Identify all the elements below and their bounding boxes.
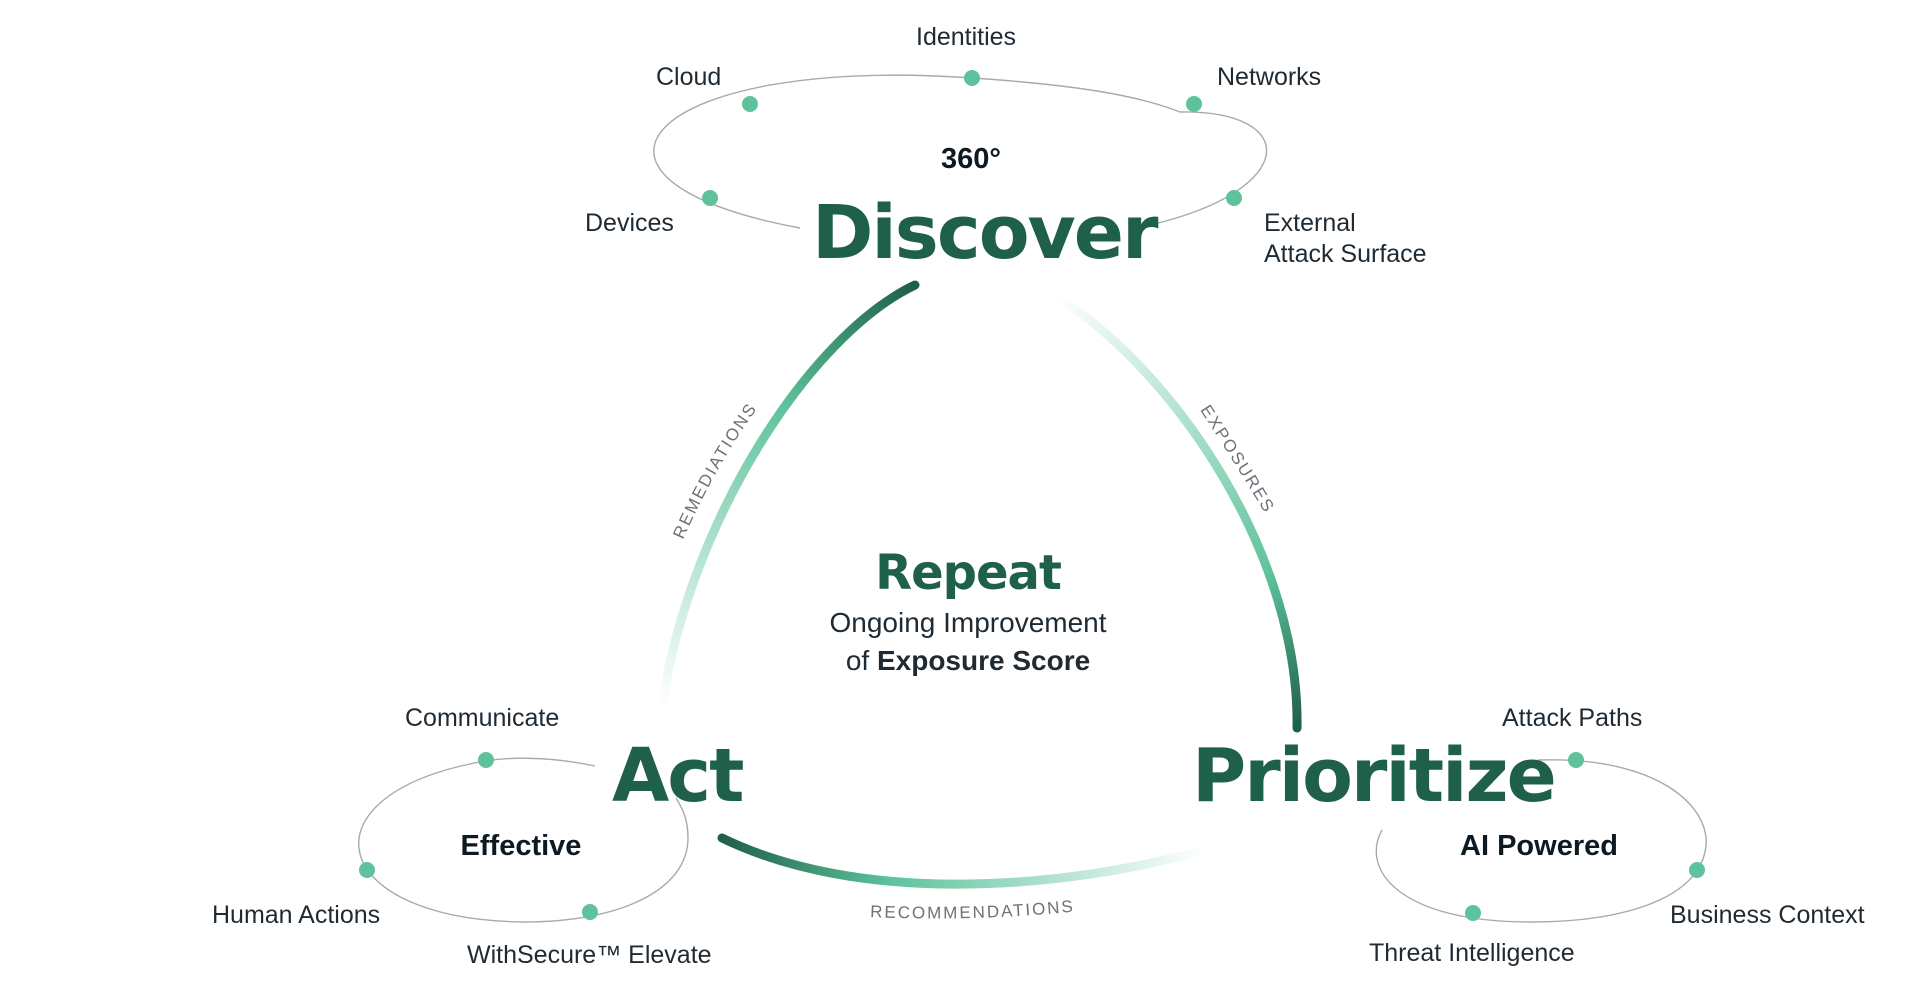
discover-ring: [653, 70, 1268, 229]
label-devices: Devices: [585, 209, 674, 237]
node-attack-paths: [1568, 752, 1584, 768]
label-attack-paths: Attack Paths: [1502, 704, 1643, 732]
prioritize-ring: [1375, 752, 1707, 923]
node-threat-intelligence: [1465, 905, 1481, 921]
discover-subtitle: 360°: [941, 143, 1001, 175]
label-attack-surface: Attack Surface: [1264, 240, 1427, 268]
remediations-arc: [657, 280, 920, 710]
center-line-2: of Exposure Score: [846, 644, 1090, 678]
node-business-context: [1689, 862, 1705, 878]
label-business-context: Business Context: [1670, 901, 1865, 929]
node-external-attack-surface: [1226, 190, 1242, 206]
act-title: Act: [612, 733, 745, 819]
exposures-arc: [1050, 290, 1302, 733]
center-line-2-prefix: of: [845, 645, 870, 676]
discover-ring-right: [1149, 111, 1268, 226]
label-human-actions: Human Actions: [212, 901, 381, 929]
node-networks: [1186, 96, 1202, 112]
label-communicate: Communicate: [405, 704, 560, 732]
prioritize-subtitle: AI Powered: [1460, 830, 1618, 862]
label-threat-intelligence: Threat Intelligence: [1369, 939, 1575, 967]
center-line-1: Ongoing Improvement: [829, 607, 1107, 638]
node-identities: [964, 70, 980, 86]
node-devices: [702, 190, 718, 206]
node-cloud: [742, 96, 758, 112]
recommendations-arc: [717, 833, 1210, 889]
prioritize-title: Prioritize: [1192, 733, 1557, 819]
label-networks: Networks: [1217, 63, 1322, 91]
prioritize-ring-arc: [1375, 759, 1707, 923]
discover-title: Discover: [812, 190, 1158, 276]
label-withsecure-elevate: WithSecure™ Elevate: [467, 941, 712, 969]
label-cloud: Cloud: [656, 63, 722, 91]
label-external: External: [1264, 209, 1356, 237]
node-withsecure-elevate: [582, 904, 598, 920]
act-subtitle: Effective: [460, 830, 582, 862]
center-title: Repeat: [875, 545, 1062, 601]
act-ring: [358, 752, 689, 923]
label-identities: Identities: [916, 23, 1017, 51]
node-communicate: [478, 752, 494, 768]
node-human-actions: [359, 862, 375, 878]
exposure-score-label: Exposure Score: [876, 645, 1091, 676]
recommendations-label: RECOMMENDATIONS: [870, 897, 1076, 923]
discover-ring-left: [653, 74, 1181, 229]
